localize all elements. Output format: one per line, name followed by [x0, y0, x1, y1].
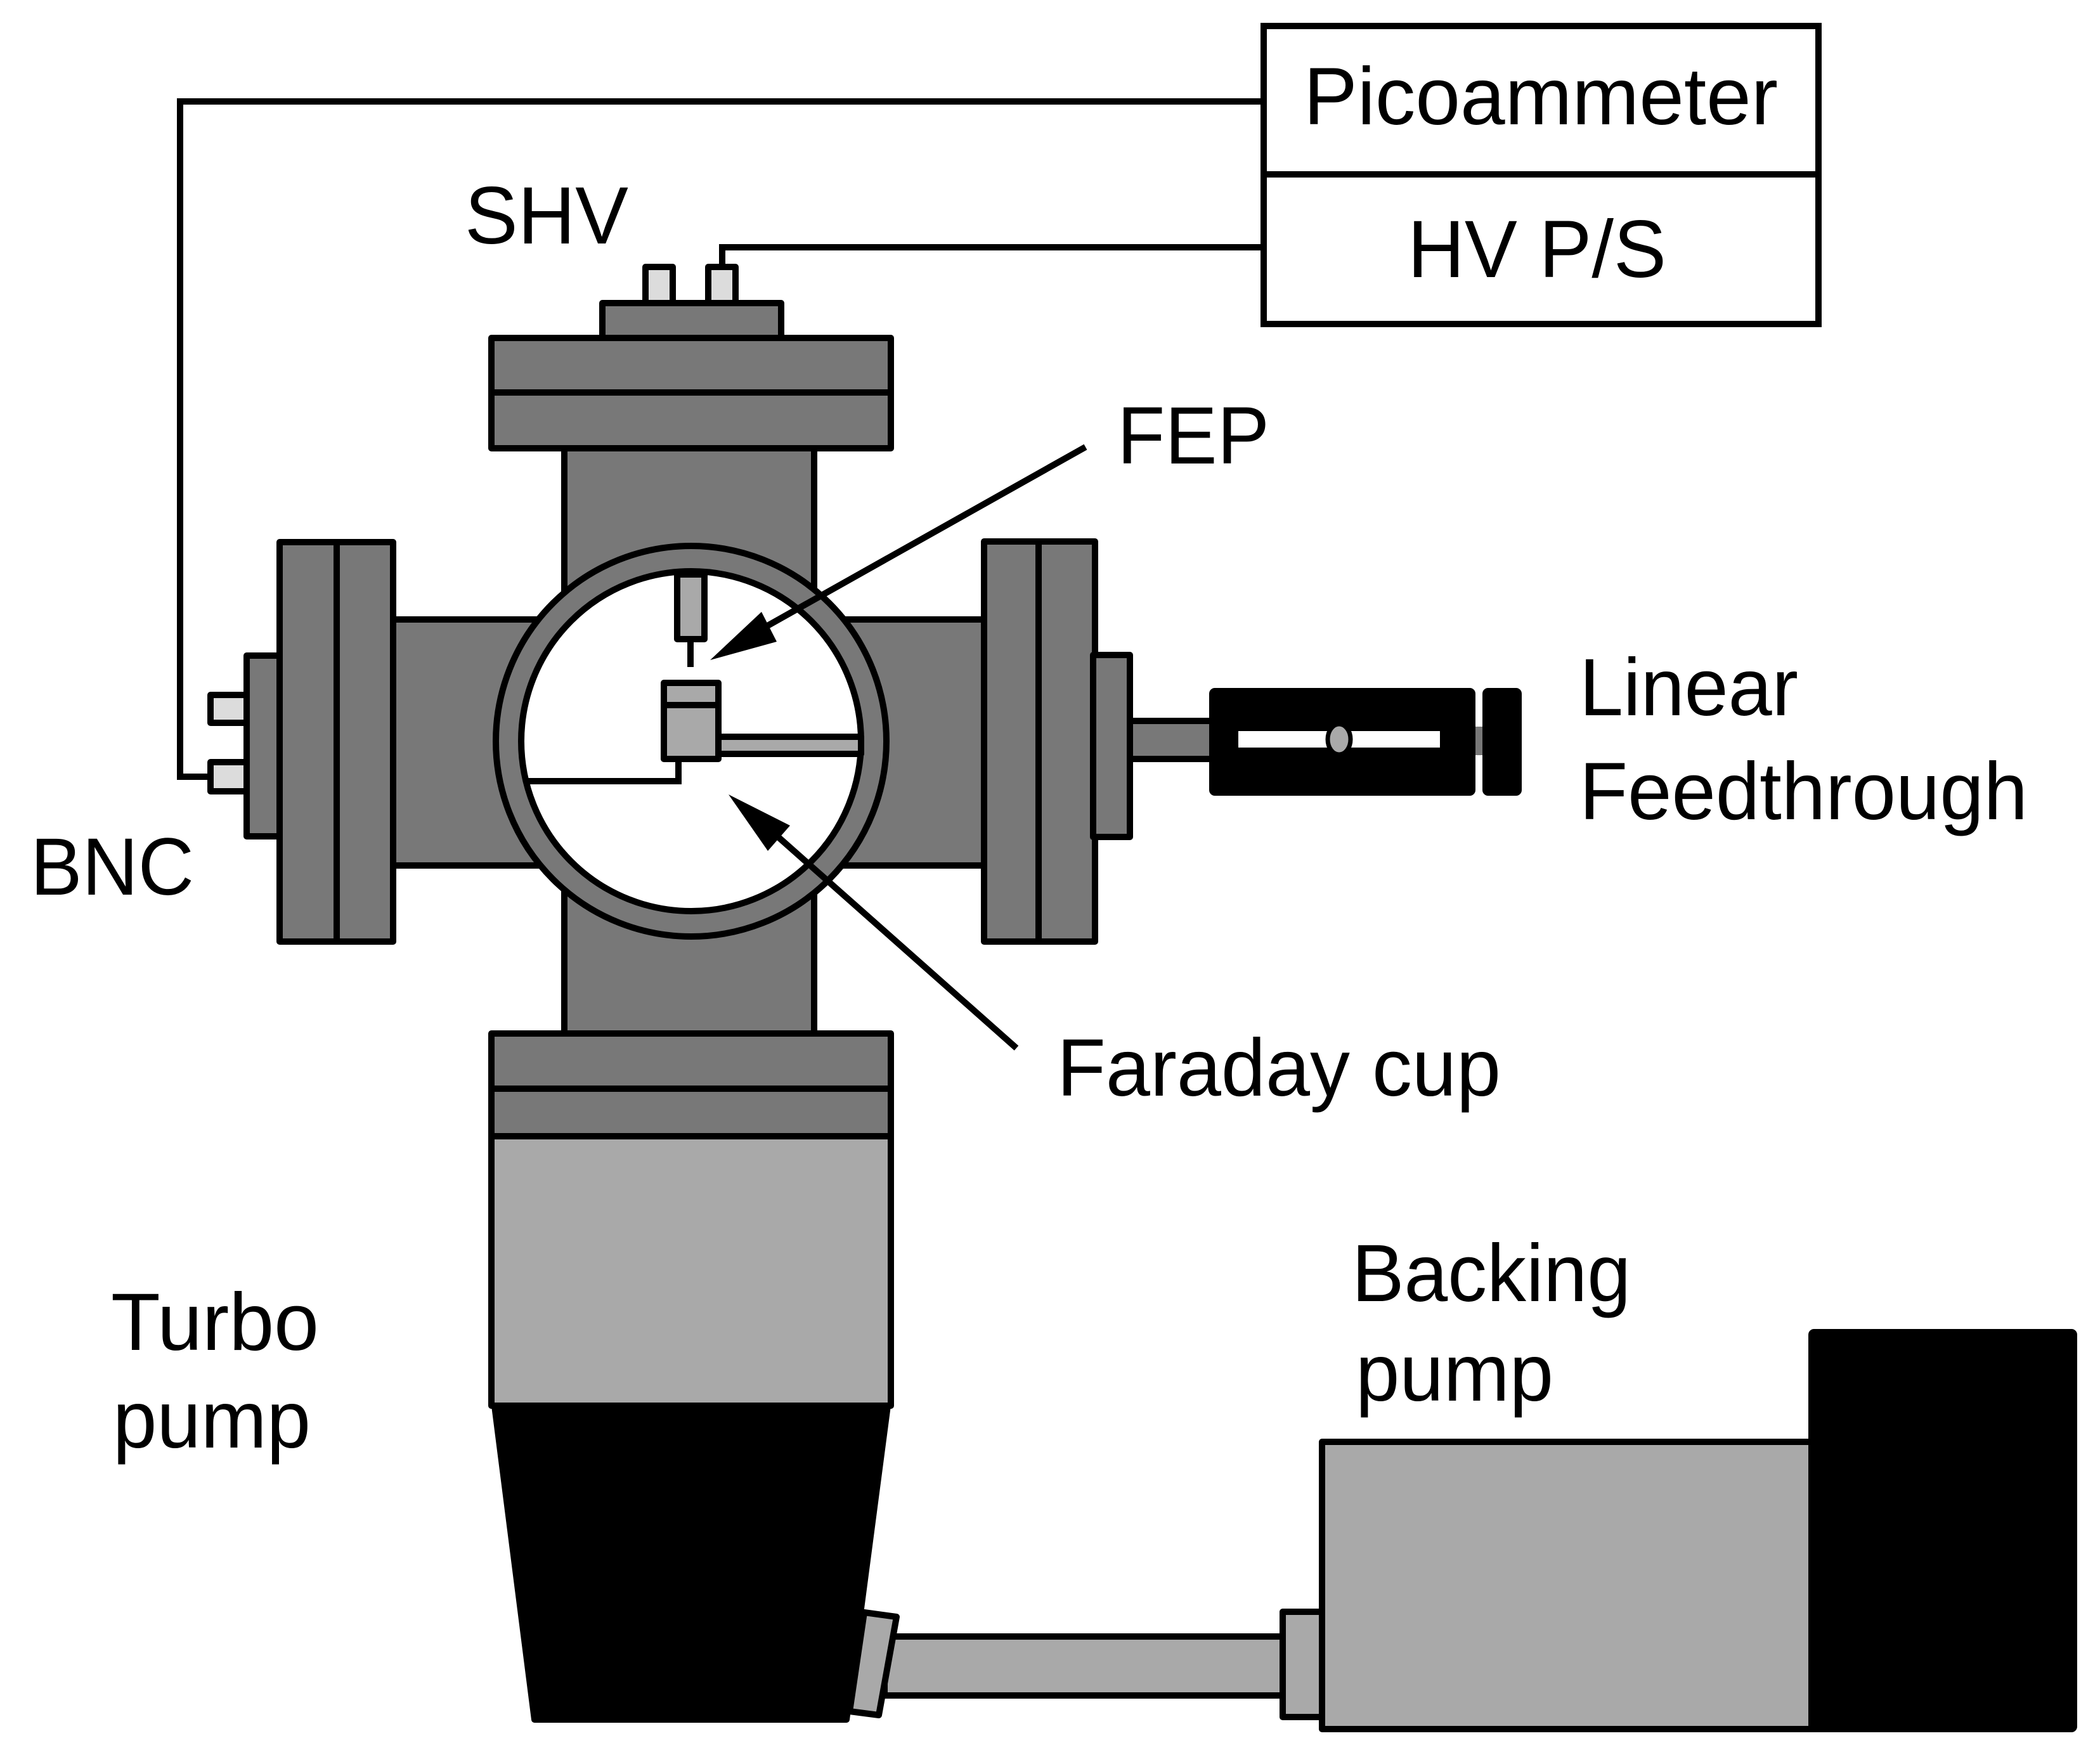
bottom-flange: [488, 1030, 894, 1139]
bnc-pin-top: [207, 692, 252, 726]
picoammeter-wire: [177, 98, 1264, 780]
shv-connector-plate: [599, 300, 784, 343]
backing-pump-body: [1319, 1439, 1817, 1732]
bnc-label: BNC: [30, 822, 194, 912]
faraday-cup-label: Faraday cup: [1057, 1023, 1501, 1113]
fep-arrow-line: [762, 444, 1087, 631]
turbo-pump-rotor-housing: [491, 1403, 891, 1723]
linear-feedthrough: [1127, 688, 1522, 796]
feedthrough-knob: [1482, 688, 1522, 796]
feedthrough-plate: [1090, 652, 1133, 840]
picoammeter-label: Picoammeter: [1304, 51, 1778, 142]
backing-pump-motor: [1808, 1329, 2077, 1732]
backing-pump: [1280, 1329, 2077, 1732]
faraday-cup-rod: [715, 734, 864, 757]
turbo-exhaust-coupling: [846, 1609, 900, 1718]
top-flange: [488, 264, 894, 451]
backing-pump-label-line1: Backing: [1352, 1228, 1631, 1319]
hv-wire: [719, 244, 1264, 270]
backing-pump-label-line2: pump: [1356, 1328, 1553, 1418]
faraday-cup-arrowhead: [729, 794, 790, 851]
bnc-connector-plate: [243, 652, 285, 839]
hv-power-supply-label: HV P/S: [1408, 204, 1666, 295]
linear-feedthrough-label-line1: Linear: [1579, 642, 1798, 733]
backing-pump-inlet-coupling: [1280, 1609, 1325, 1720]
faraday-cup-arrow-line: [774, 833, 1019, 1051]
fep-holder: [674, 571, 708, 642]
turbo-pump: [488, 1030, 894, 1723]
bnc-pin-bottom: [207, 759, 252, 794]
shv-pin-left: [642, 264, 676, 309]
turbo-pump-label-line2: pump: [113, 1375, 311, 1465]
fep-arrow: [710, 444, 1087, 660]
linear-feedthrough-label-line2: Feedthrough: [1579, 746, 2028, 837]
fep-label: FEP: [1117, 391, 1269, 481]
feedthrough-rod: [1127, 718, 1215, 762]
feedthrough-slider-pin: [1325, 722, 1353, 757]
right-flange: [981, 538, 1133, 945]
left-flange: [207, 539, 396, 945]
shv-label: SHV: [465, 171, 628, 261]
turbo-pump-body: [488, 1133, 894, 1409]
faraday-cup-body: [661, 680, 722, 762]
faraday-cup-arrow: [729, 794, 1019, 1051]
foreline-pipe: [881, 1633, 1289, 1699]
instrument-box: Picoammeter HV P/S: [1261, 23, 1822, 327]
faraday-cup: [524, 680, 864, 784]
fep-arrowhead: [710, 612, 777, 660]
turbo-pump-label-line1: Turbo: [111, 1277, 319, 1368]
